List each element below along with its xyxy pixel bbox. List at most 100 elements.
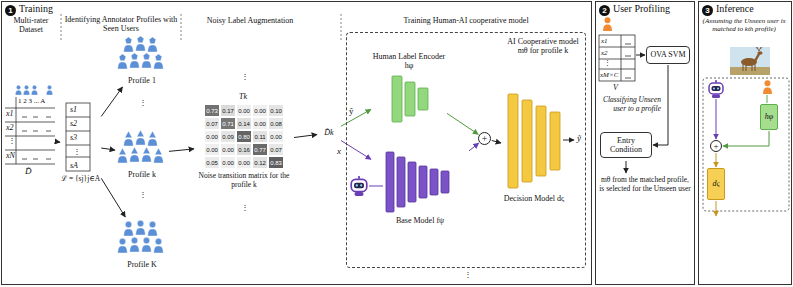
matrix-cell: 0.14: [236, 117, 252, 130]
text-slot: Noisy Label Augmentation: [185, 16, 315, 25]
annotation-label: ỹ: [577, 133, 581, 143]
text-slot: Profile K: [116, 260, 168, 269]
text-slot: ⋮: [464, 270, 472, 279]
sum-circle: +: [710, 140, 722, 152]
matrix-cell: 0.00: [220, 143, 236, 156]
base-model-block: Base Model fψ: [372, 150, 468, 230]
node-label: Noise transition matrix for the profile …: [195, 172, 293, 189]
node-label: x2: [6, 123, 14, 132]
text-slot: ⋮: [604, 59, 611, 67]
node-label: x1: [601, 37, 608, 45]
text-slot: Entry Condition: [604, 136, 648, 154]
inference-model-frame: [703, 78, 789, 211]
text-slot: ⋮: [8, 136, 16, 145]
rater-icons: [15, 85, 52, 95]
connector-arrow: [492, 140, 501, 143]
matrix-cell: 0.07: [268, 143, 284, 156]
text-slot: User Profiling: [613, 3, 670, 15]
connector-arrow: [101, 148, 115, 150]
matrix-cell: 0.00: [204, 143, 220, 156]
connector-arrow: [294, 135, 317, 138]
node-label: Tk: [239, 92, 247, 101]
annotation-label: Identifying Annotator Profiles with Seen…: [63, 15, 179, 33]
connector-arrow: [723, 131, 769, 146]
node-label: hφ: [765, 112, 773, 121]
robot-icon: [351, 176, 367, 196]
text-slot: 0.00: [220, 143, 236, 156]
encoder-layers: [392, 76, 428, 122]
node-label: 1 2 3 ... A: [18, 97, 45, 105]
text-slot: 0.05: [204, 156, 220, 169]
text-slot: Multi-rater Dataset: [3, 16, 59, 34]
node-label: s3: [70, 133, 77, 142]
annotation-label: ⋮: [241, 72, 249, 81]
text-slot: x1: [6, 109, 14, 118]
step-number: 1: [5, 5, 16, 16]
node-label: V: [613, 83, 618, 92]
node-label: Training: [19, 3, 53, 15]
node-label: dς: [712, 179, 719, 188]
output-arrow: [716, 201, 717, 216]
node-label: x1: [6, 109, 14, 118]
step-number: 2: [599, 5, 610, 16]
text-slot: 0.08: [268, 117, 284, 130]
edge-label: x: [336, 146, 342, 156]
annotation-label: ⋮: [464, 270, 472, 279]
edge-label: ŷ: [348, 106, 355, 116]
profile-group: Profile 1: [116, 34, 168, 86]
dataset-table: 1 2 3 ... Ax1x2⋮xND̃: [5, 97, 55, 179]
text-slot: (Assuming the Unseen user is matched to …: [702, 17, 786, 33]
text-slot: Training: [19, 3, 53, 15]
stage-panel: 3Inference(Assuming the Unseen user is m…: [698, 1, 792, 285]
text-slot: sA: [70, 161, 78, 170]
matrix-cell: 0.16: [236, 143, 252, 156]
node-label: User Profiling: [613, 3, 670, 15]
annotation-label: mθ from the matched profile, is selected…: [598, 176, 692, 193]
text-slot: 0.71: [220, 117, 236, 130]
matrix-cell: 0.73: [204, 104, 220, 117]
text-slot: ⋮: [241, 72, 249, 81]
matrix-cell: 0.11: [252, 130, 268, 143]
text-slot: Classifying Unseen user to a profile: [600, 96, 662, 113]
text-slot: 0.14: [236, 117, 252, 130]
column-separators: [61, 14, 341, 42]
text-slot: ⋮: [139, 98, 147, 107]
text-slot: 1 2 3 ... A: [18, 97, 45, 105]
robot-link: [369, 186, 383, 187]
profile-K-people: [118, 220, 163, 253]
node-label: +: [713, 141, 718, 151]
matrix-cell: 0.00: [204, 130, 220, 143]
text-slot: mθ from the matched profile, is selected…: [598, 176, 692, 193]
text-slot: s2: [70, 119, 77, 128]
connector-arrow: [101, 178, 125, 217]
text-slot: 0.07: [268, 143, 284, 156]
annotation-label: Noisy Label Augmentation: [185, 16, 315, 25]
matrix-cell: 0.71: [220, 117, 236, 130]
text-slot: 0.00: [268, 130, 284, 143]
profile-group: Profile K: [116, 218, 168, 270]
text-slot: 0.77: [252, 143, 268, 156]
text-slot: Training Human-AI cooperative model: [346, 16, 586, 25]
text-slot: ⋮: [139, 190, 147, 199]
selection-arrow: [626, 161, 627, 173]
text-slot: 0.07: [204, 117, 220, 130]
unseen-user-icon: [603, 17, 612, 31]
matrix-cell: 0.00: [236, 104, 252, 117]
matrix-cell: 0.17: [220, 104, 236, 117]
score-list-lines: [66, 103, 90, 171]
text-slot: 0.10: [268, 104, 284, 117]
text-slot: 0.17: [220, 104, 236, 117]
connector-arrow: [469, 143, 479, 151]
text-slot: 3: [702, 5, 713, 16]
text-slot: Identifying Annotator Profiles with Seen…: [63, 15, 179, 33]
annotation-label: ⋮: [139, 190, 147, 199]
process-box: OVA SVM: [646, 46, 690, 64]
node-label: AI Cooperative model mθ for profile k: [502, 37, 584, 55]
text-slot: xM×C: [600, 71, 618, 79]
text-slot: 0.73: [204, 104, 220, 117]
text-slot: s1: [70, 105, 77, 114]
stage-panel: 1Training1 2 3 ... Ax1x2⋮xND̃s1s2s3⋮sAℒ …: [1, 1, 592, 285]
node-label: Base Model fψ: [372, 216, 468, 225]
annotation-label: Multi-rater Dataset: [3, 16, 59, 34]
